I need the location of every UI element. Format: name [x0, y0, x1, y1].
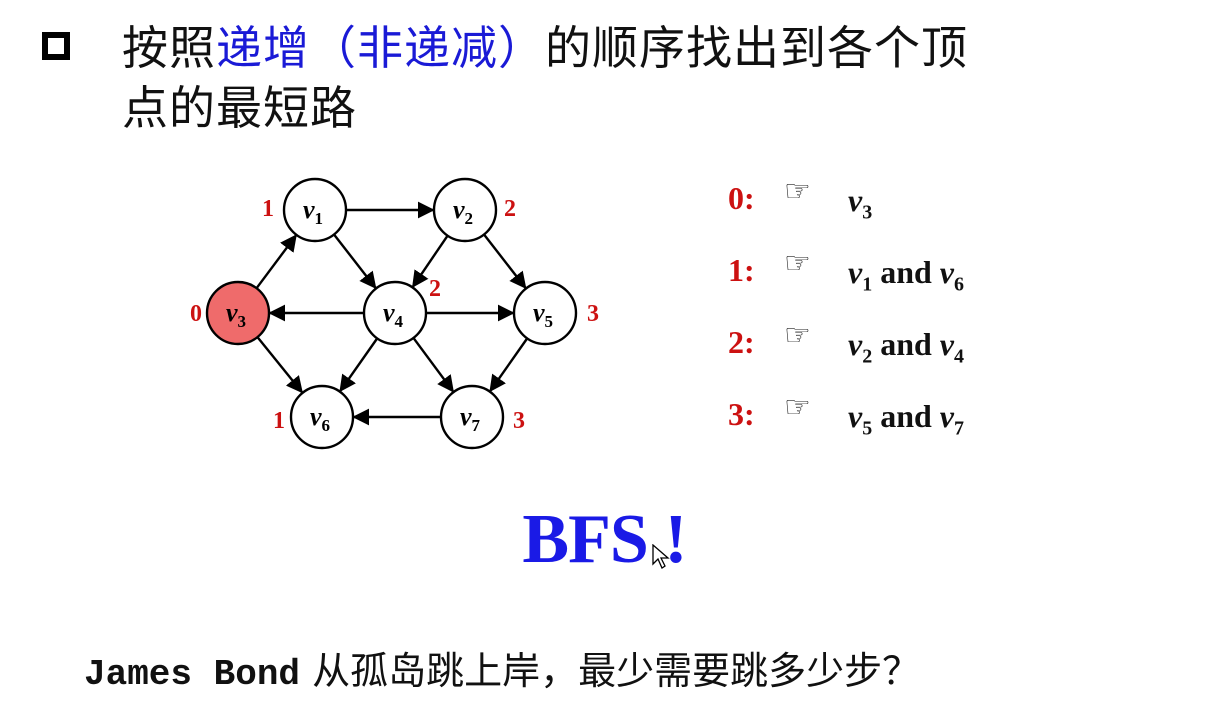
- node-distance-v6: 1: [273, 408, 285, 434]
- node-circle-v6: [289, 384, 355, 450]
- edge-v4-v7: [412, 337, 454, 393]
- pointing-hand-icon: ☞: [784, 247, 811, 280]
- node-circle-v3: [205, 280, 271, 346]
- node-label-v2: v2: [453, 195, 473, 228]
- edge-v5-v7: [489, 337, 529, 393]
- legend-level: 3:: [728, 396, 755, 432]
- node-v6: v6 1: [273, 384, 355, 450]
- title-highlight: 递增（非递减）: [216, 21, 545, 75]
- edge-v1-v4: [333, 233, 377, 290]
- node-circle-v2: [432, 177, 498, 243]
- node-label-v3: v3: [226, 298, 246, 331]
- page-title: 按照递增（非递减）的顺序找出到各个顶 点的最短路: [122, 18, 1182, 138]
- edge-v2-v4: [411, 234, 449, 288]
- node-label-v7: v7: [460, 402, 481, 435]
- footer-chinese: 从孤岛跳上岸，最少需要跳多少步？: [300, 649, 921, 693]
- node-v7: v7 3: [439, 384, 525, 450]
- node-v5: v5 3: [512, 280, 599, 346]
- edge-v4-v6: [339, 337, 379, 393]
- node-circle-v7: [439, 384, 505, 450]
- pointing-hand-icon: ☞: [784, 391, 811, 424]
- mouse-cursor-icon: [652, 544, 670, 569]
- edge-v2-v5: [483, 233, 527, 290]
- node-label-v4: v4: [383, 298, 404, 331]
- legend-level: 1:: [728, 252, 755, 288]
- legend-level: 2:: [728, 324, 755, 360]
- legend-vertices: v2 and v4: [848, 326, 964, 368]
- node-label-v6: v6: [310, 402, 330, 435]
- edge-v3-v1: [255, 234, 297, 289]
- node-v1: v1 1: [262, 177, 348, 243]
- node-distance-v1: 1: [262, 196, 274, 222]
- node-circle-v4: [362, 280, 428, 346]
- node-label-v5: v5: [533, 298, 553, 331]
- node-v2: v2 2: [432, 177, 516, 243]
- graph-diagram: v1 1 v2 2 v3 0 v4 2 v5 3 v6 1 v7 3: [190, 177, 599, 450]
- legend-vertices: v1 and v6: [848, 254, 964, 296]
- edge-v3-v6: [256, 336, 303, 394]
- bfs-heading: BFS !: [522, 501, 687, 578]
- bullet-square-icon: [42, 32, 70, 60]
- node-distance-v4: 2: [429, 276, 441, 302]
- pointing-hand-icon: ☞: [784, 319, 811, 352]
- pointing-hand-icon: ☞: [784, 175, 811, 208]
- node-distance-v5: 3: [587, 301, 599, 327]
- footer-question: James Bond 从孤岛跳上岸，最少需要跳多少步？: [84, 640, 920, 695]
- title-line2: 点的最短路: [122, 81, 357, 135]
- node-circle-v5: [512, 280, 578, 346]
- title-part1: 按照: [122, 21, 216, 75]
- node-v3: v3 0: [190, 280, 271, 346]
- node-distance-v7: 3: [513, 408, 525, 434]
- legend-vertices: v3: [848, 182, 873, 224]
- title-part2: 的顺序找出到各个顶: [545, 21, 968, 75]
- node-label-v1: v1: [303, 195, 323, 228]
- footer-english: James Bond: [84, 654, 301, 695]
- node-distance-v2: 2: [504, 196, 516, 222]
- node-circle-v1: [282, 177, 348, 243]
- legend-vertices: v5 and v7: [848, 398, 964, 440]
- node-distance-v3: 0: [190, 301, 202, 327]
- node-v4: v4 2: [362, 276, 441, 346]
- legend-level: 0:: [728, 180, 755, 216]
